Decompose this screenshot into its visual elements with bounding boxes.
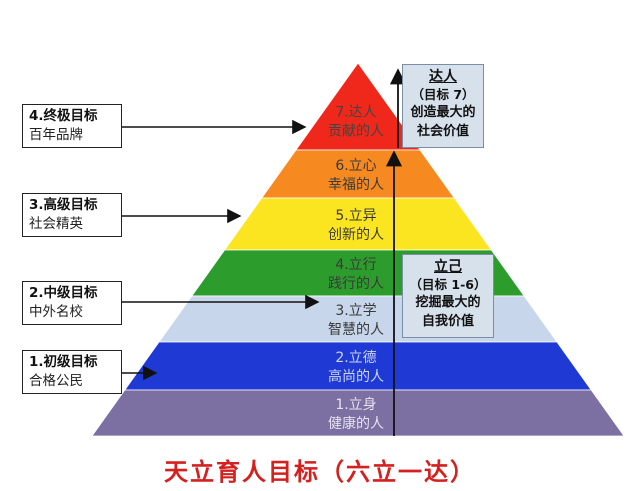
- tier-label-4-desc: 践行的人: [328, 276, 384, 292]
- goal-subtitle: 百年品牌: [29, 127, 83, 143]
- goal-subtitle: 中外名校: [29, 304, 83, 320]
- callout-line: 自我价值: [421, 314, 474, 329]
- tier-label-2-desc: 高尚的人: [328, 368, 384, 385]
- goal-title: 4.终极目标: [29, 108, 98, 124]
- diagram-caption: 天立育人目标（六立一达）: [164, 458, 476, 486]
- tier-label-6-name: 6.立心: [335, 158, 376, 174]
- callout-line: 挖掘最大的: [415, 295, 481, 310]
- tier-label-7-desc: 贡献的人: [328, 124, 384, 140]
- tier-label-5-name: 5.立异: [335, 208, 376, 224]
- tier-label-7-name: 7.达人: [335, 105, 376, 121]
- goal-box-intermediate: 2.中级目标 中外名校: [22, 281, 122, 325]
- goal-subtitle: 社会精英: [29, 216, 83, 232]
- goal-box-advanced: 3.高级目标 社会精英: [22, 193, 122, 237]
- callout-line: 创造最大的: [410, 105, 476, 120]
- tier-label-4-name: 4.立行: [335, 257, 376, 273]
- callout-heading: 立己: [434, 259, 462, 275]
- callout-heading: 达人: [429, 69, 457, 85]
- callout-subheading: （目标 7）: [411, 87, 475, 102]
- tier-label-2-name: 2.立德: [335, 350, 376, 366]
- tier-label-3-desc: 智慧的人: [328, 322, 384, 338]
- callout-line: 社会价值: [416, 124, 469, 139]
- goal-subtitle: 合格公民: [29, 373, 83, 389]
- callout-liji: 立己 （目标 1-6） 挖掘最大的 自我价值: [402, 254, 494, 338]
- goal-title: 3.高级目标: [29, 197, 98, 213]
- pyramid-tier-1: [91, 389, 625, 437]
- goal-box-basic: 1.初级目标 合格公民: [22, 350, 122, 394]
- tier-label-6-desc: 幸福的人: [328, 177, 384, 193]
- tier-label-3-name: 3.立学: [335, 303, 376, 319]
- tier-label-1-name: 1.立身: [335, 397, 376, 413]
- goal-title: 1.初级目标: [29, 354, 98, 370]
- callout-subheading: （目标 1-6）: [409, 277, 487, 292]
- goal-title: 2.中级目标: [29, 285, 98, 301]
- callout-daren: 达人 （目标 7） 创造最大的 社会价值: [402, 64, 484, 148]
- goal-box-ultimate: 4.终极目标 百年品牌: [22, 104, 122, 148]
- tier-label-5-desc: 创新的人: [328, 227, 384, 243]
- tier-label-1-desc: 健康的人: [328, 415, 384, 432]
